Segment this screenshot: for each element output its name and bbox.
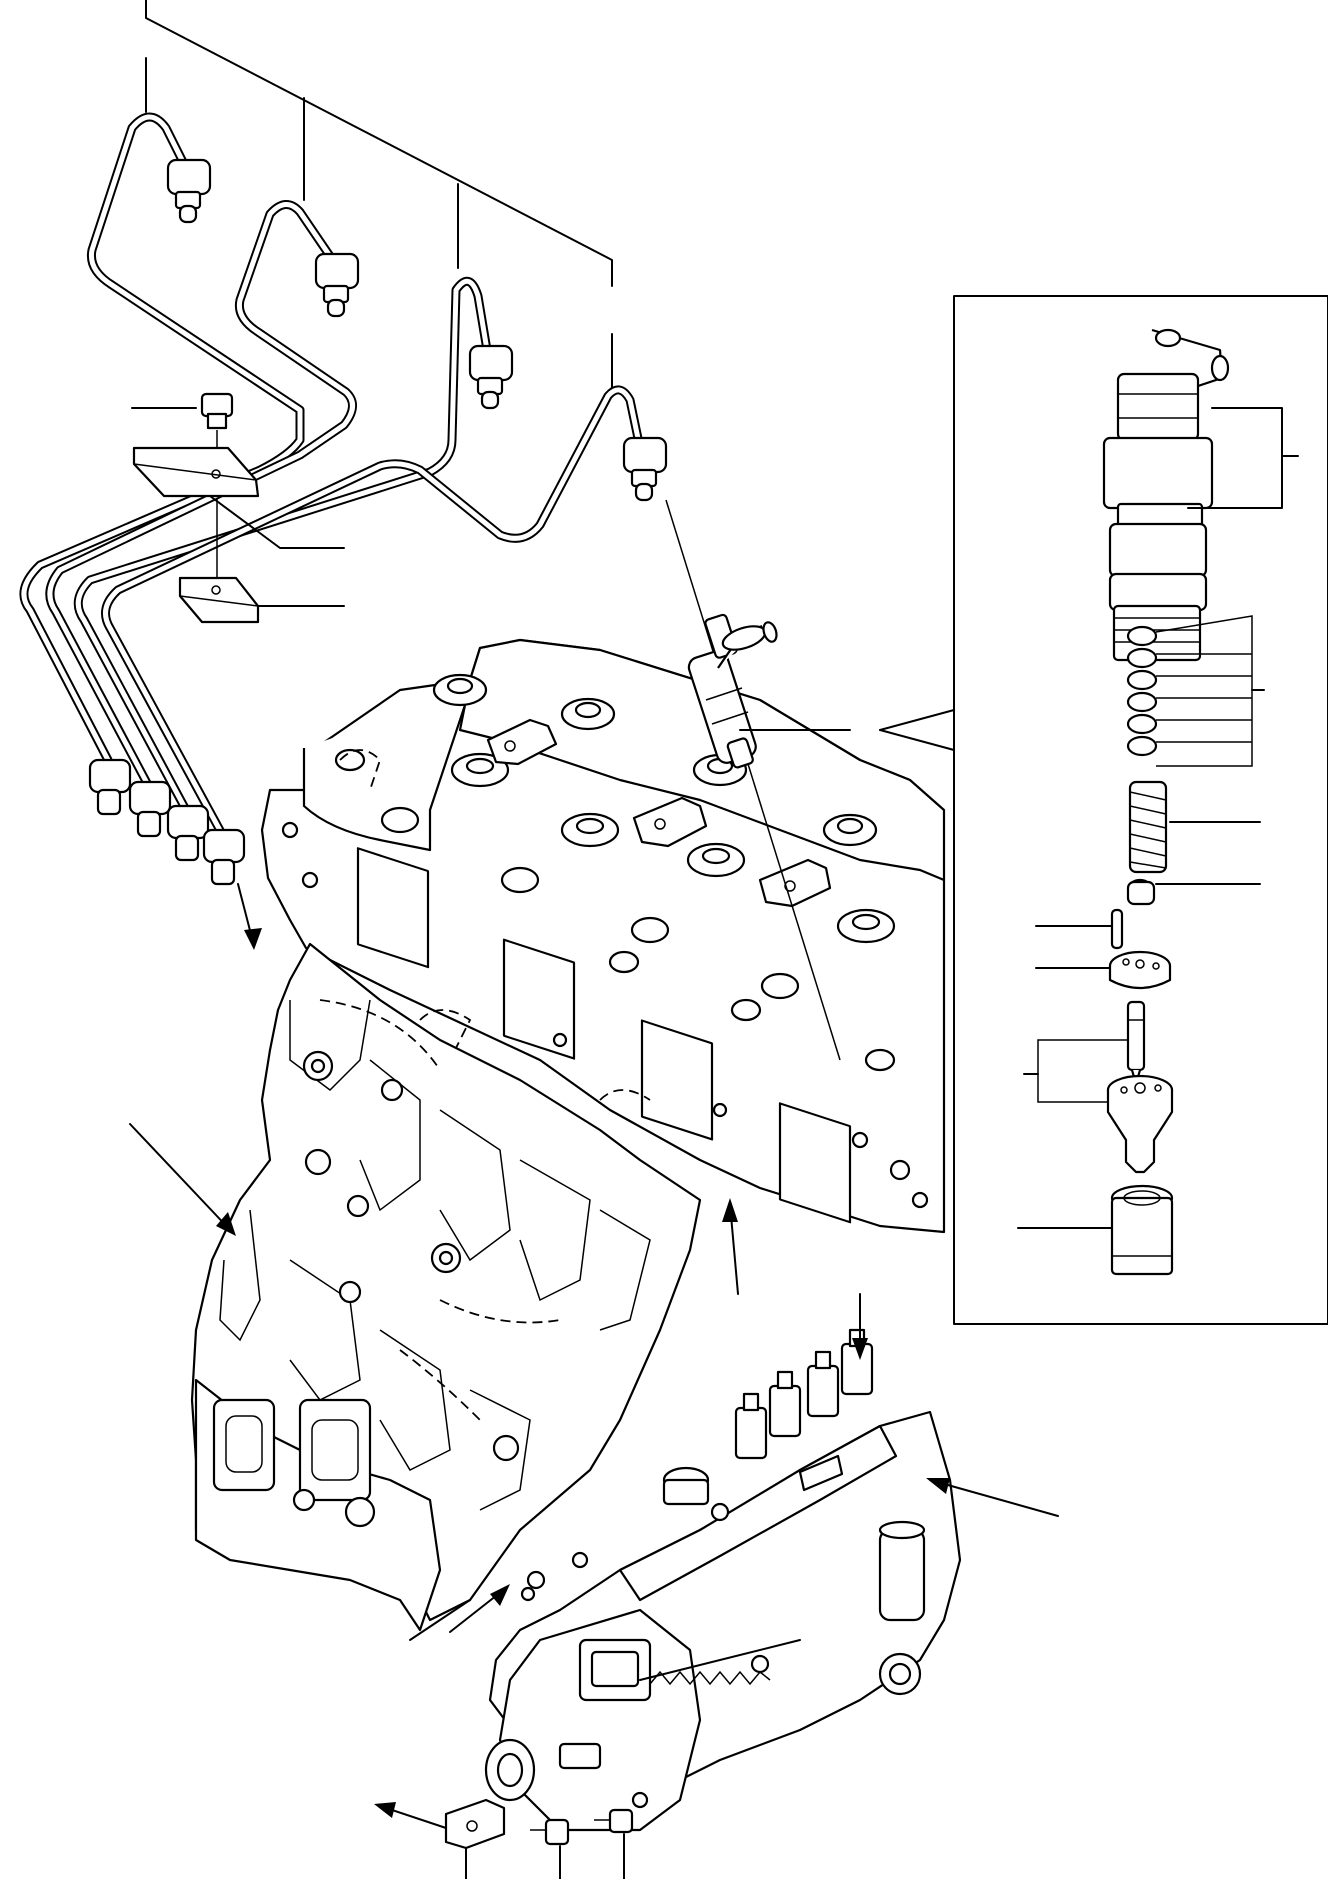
valve-seats — [334, 673, 896, 1072]
upper-clamp-plate-icon — [132, 446, 260, 498]
pipe-nuts-bottom — [88, 758, 246, 886]
shim-washers — [1126, 625, 1158, 757]
intake-ports — [356, 847, 852, 1224]
cylinder-block — [190, 942, 702, 1641]
injector-installed — [665, 499, 851, 1061]
rocker-plates — [486, 718, 832, 908]
assembly-arrows — [129, 883, 1059, 1829]
nozzle-nut-icon — [1110, 1184, 1174, 1276]
pump-bracket-hardware — [444, 1798, 634, 1879]
arrow-valve-icon — [852, 1293, 868, 1360]
injection-pump — [484, 1328, 962, 1832]
injection-pipes — [19, 112, 645, 839]
arrow-up-icon — [722, 1198, 739, 1295]
head-bolt-holes — [281, 821, 929, 1209]
nozzle-needle-icon — [1126, 1000, 1146, 1086]
pipe-group-bracket — [145, 0, 613, 393]
delivery-valves — [734, 1328, 874, 1460]
spring-seat-icon — [1126, 878, 1156, 906]
arrow-block-hole-icon — [449, 1584, 510, 1633]
injector-detail-box — [879, 295, 1328, 1325]
injector-holder-icon — [1102, 328, 1230, 662]
shim-leaders — [1155, 615, 1265, 767]
pipe-nut-2-icon — [314, 252, 360, 318]
pipe-nut-3-icon — [468, 344, 514, 410]
lower-clamp-plate-icon — [178, 576, 260, 624]
arrow-pump-icon — [926, 1478, 1059, 1517]
pump-bolt-1-icon — [530, 1818, 570, 1846]
nozzle-body-icon — [1106, 1074, 1174, 1174]
cylinder-head — [260, 638, 946, 1234]
spring-icon — [1128, 780, 1168, 874]
pipe-nuts-top — [166, 158, 668, 502]
arrow-bracket-icon — [374, 1802, 447, 1829]
pipe-clamp-assembly — [131, 392, 345, 624]
spacer-plate-icon — [1108, 950, 1172, 990]
pipe-nut-4-icon — [622, 436, 668, 502]
pump-bolt-2-icon — [594, 1808, 634, 1834]
arrow-down-icon — [237, 883, 262, 950]
arrow-block-icon — [129, 1123, 236, 1236]
guide-pin-icon — [1110, 908, 1124, 950]
pipe-nut-1-icon — [166, 158, 212, 224]
